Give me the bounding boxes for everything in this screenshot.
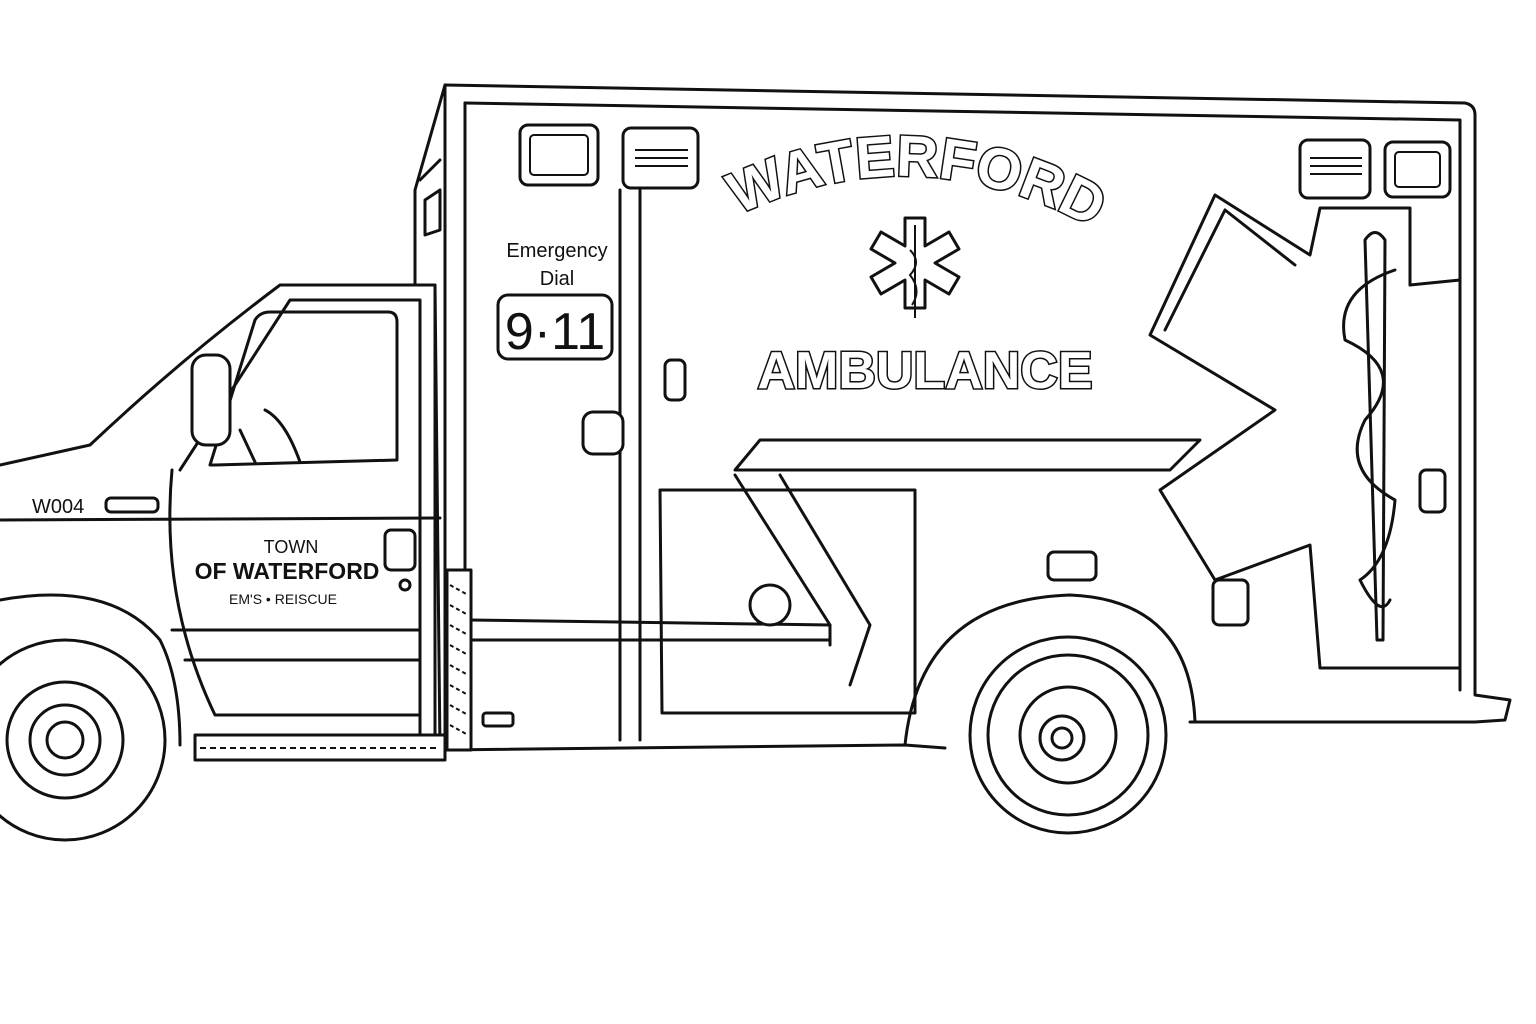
side-light [1046, 550, 1098, 582]
door-text-ems: EM'S • REISCUE [229, 591, 337, 607]
front-wheel [0, 638, 167, 842]
step-plate [445, 568, 473, 752]
marker-light [1383, 140, 1452, 199]
door-handle[interactable] [1418, 468, 1447, 514]
door-handle[interactable] [663, 358, 687, 402]
latch-icon [581, 410, 625, 456]
dial-label: Dial [540, 268, 574, 290]
emergency-number: 9·11 [505, 303, 605, 361]
staff-icon [1363, 231, 1387, 642]
patient-compartment [413, 83, 1512, 752]
cab-door-handle[interactable] [383, 528, 417, 572]
marker-light [518, 123, 600, 187]
side-mirror [190, 353, 232, 447]
unit-number: W004 [32, 496, 84, 518]
side-light [1211, 578, 1250, 627]
rear-wheel [903, 593, 1197, 835]
marker-light [1298, 138, 1372, 200]
emergency-number-box [496, 293, 614, 361]
box-subtitle-text: AMBULANCE [757, 342, 1092, 400]
door-text-waterford: OF WATERFORD [195, 558, 380, 584]
latch-icon [748, 583, 792, 627]
cab-window [208, 310, 399, 467]
door-text-town: TOWN [264, 537, 319, 557]
emergency-label: Emergency [506, 240, 607, 262]
cab [0, 283, 447, 762]
